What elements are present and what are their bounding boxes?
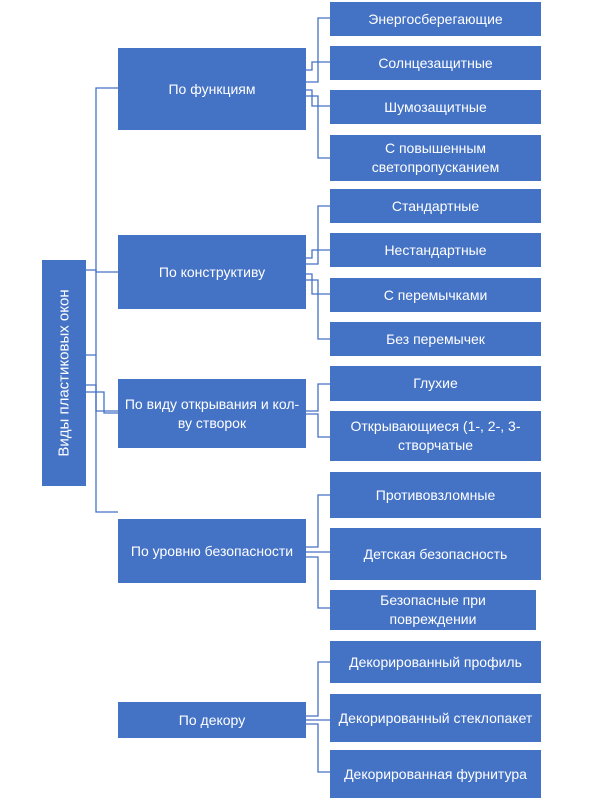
group-functions: По функциям bbox=[118, 48, 306, 130]
item-decor-glazing: Декорированный стеклопакет bbox=[330, 694, 541, 742]
group-opening: По виду открывания и кол-ву створок bbox=[118, 379, 306, 448]
item-standard: Стандартные bbox=[330, 189, 541, 223]
item-with-mullions: С перемычками bbox=[330, 278, 541, 312]
root-label: Виды пластиковых окон bbox=[55, 289, 73, 457]
item-noise-protection: Шумозащитные bbox=[330, 90, 541, 124]
group-decor: По декору bbox=[118, 702, 306, 738]
item-safe-when-damaged: Безопасные при повреждении bbox=[330, 590, 536, 630]
item-burglar-resistant: Противовзломные bbox=[330, 472, 541, 518]
item-nonstandard: Нестандартные bbox=[330, 233, 541, 267]
item-child-safety: Детская безопасность bbox=[330, 528, 541, 580]
root-node: Виды пластиковых окон bbox=[42, 260, 86, 486]
item-decor-fittings: Декорированная фурнитура bbox=[330, 750, 541, 798]
item-high-light: С повышенным светопропусканием bbox=[330, 135, 541, 181]
item-fixed: Глухие bbox=[330, 366, 541, 401]
item-decor-profile: Декорированный профиль bbox=[330, 641, 541, 683]
group-security: По уровню безопасности bbox=[118, 519, 306, 583]
group-construction: По конструктиву bbox=[118, 235, 306, 309]
item-energy-saving: Энергосберегающие bbox=[330, 2, 541, 36]
item-without-mullions: Без перемычек bbox=[330, 322, 541, 356]
item-opening-sashes: Открывающиеся (1-, 2-, 3-створчатые bbox=[330, 411, 541, 461]
item-sun-protection: Солнцезащитные bbox=[330, 46, 541, 80]
